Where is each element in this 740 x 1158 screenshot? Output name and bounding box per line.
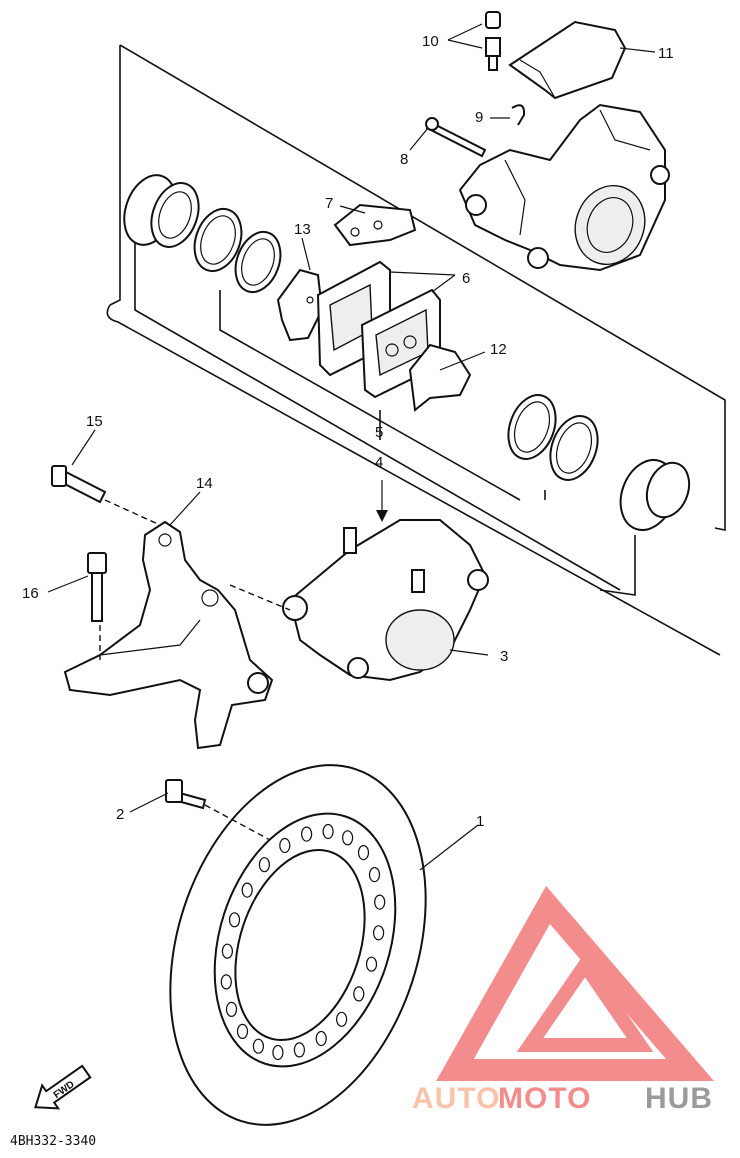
disc-hole [357, 844, 370, 861]
dashed-lines [99, 499, 291, 841]
pad-spring [333, 203, 417, 247]
caliper-half-upper [458, 103, 670, 272]
seals-right [507, 394, 599, 481]
disc-hole [241, 882, 253, 898]
leader-lines [47, 23, 656, 871]
watermark-auto: AUTO [412, 1082, 500, 1115]
callout-2: 2 [116, 806, 124, 823]
callout-1: 1 [476, 813, 484, 830]
disc-hole [368, 866, 381, 883]
seals-left [193, 208, 282, 294]
logo-triangle-outer [436, 885, 714, 1081]
disc-hole [225, 1001, 238, 1018]
callouts: 1 2 3 4 5 6 7 8 9 10 11 12 13 14 15 16 [22, 33, 674, 830]
disc-hole [353, 986, 365, 1002]
disc-hole [301, 826, 313, 842]
callout-13: 13 [294, 221, 311, 238]
callout-4: 4 [375, 454, 383, 471]
piston-right [619, 459, 691, 531]
callout-6: 6 [462, 270, 470, 287]
disc-hole [220, 974, 232, 990]
disc-hole [293, 1042, 305, 1058]
disc-hole [221, 943, 233, 959]
brake-disc [169, 764, 427, 1126]
callout-16: 16 [22, 585, 39, 602]
disc-hole [373, 925, 385, 941]
callout-3: 3 [500, 648, 508, 665]
bolt-15 [51, 465, 107, 504]
callout-14: 14 [196, 475, 213, 492]
piston-left [123, 174, 200, 248]
logo-triangle-inner [516, 952, 654, 1052]
callout-5: 5 [375, 424, 383, 441]
disc-hole [236, 1023, 249, 1040]
disc-hole [374, 894, 386, 910]
disc-hole [322, 823, 334, 840]
disc-hole [272, 1044, 284, 1061]
pin-clip [511, 104, 526, 126]
watermark-moto: MOTO [498, 1082, 591, 1115]
disc-hole [336, 1011, 348, 1027]
pad-shim-right [408, 343, 472, 412]
disc-hole [228, 912, 241, 928]
callout-8: 8 [400, 151, 408, 168]
assembly-arrow [376, 480, 388, 522]
pad-shim-left [276, 268, 324, 342]
callout-9: 9 [475, 109, 483, 126]
pad-pin [425, 117, 487, 158]
callout-7: 7 [325, 195, 333, 212]
disc-hole [342, 830, 354, 846]
callout-15: 15 [86, 413, 103, 430]
assembly-frame [106, 44, 726, 656]
fwd-arrow-icon: FWD [34, 1064, 92, 1110]
diagram-code: 4BH332-3340 [10, 1134, 96, 1149]
disc-hole [252, 1038, 264, 1054]
disc-hole [365, 956, 378, 972]
watermark-hub: HUB [645, 1082, 713, 1115]
pad-cover [508, 20, 627, 100]
callout-10: 10 [422, 33, 439, 50]
bolt-2 [165, 779, 207, 810]
disc-hole [315, 1030, 327, 1047]
callout-12: 12 [490, 341, 507, 358]
callout-11: 11 [658, 45, 674, 62]
bleed-screw [485, 11, 501, 71]
bolt-16 [87, 552, 107, 622]
caliper-assembly [282, 519, 489, 682]
watermark-logo: AUTO MOTO HUB [412, 885, 714, 1115]
disc-hole [258, 857, 270, 873]
disc-hole [279, 837, 291, 854]
caliper-bracket [63, 520, 274, 750]
